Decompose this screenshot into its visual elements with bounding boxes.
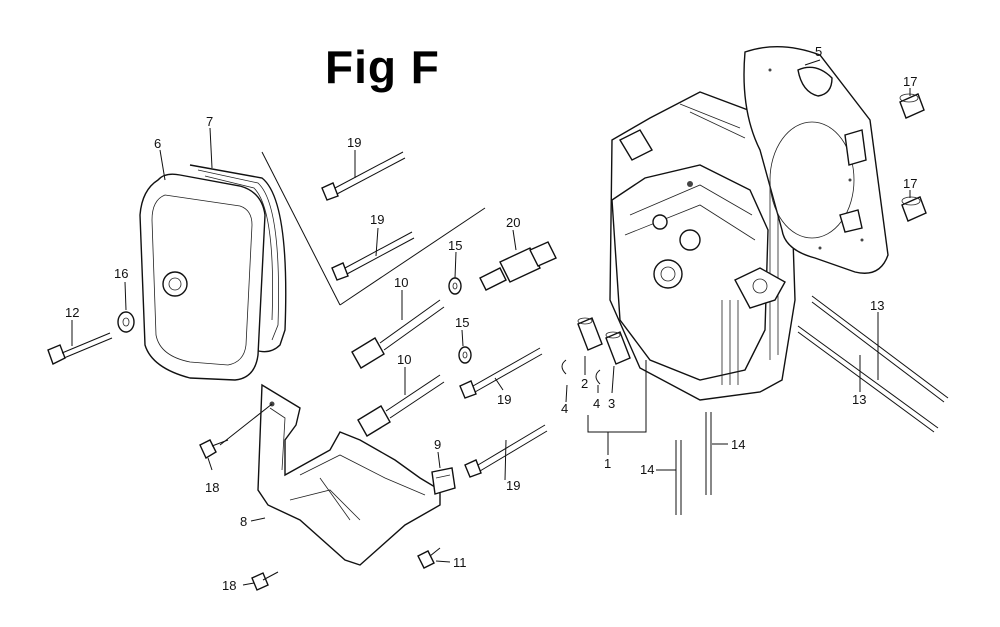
stud-14-left (675, 440, 682, 515)
valve-guide-3 (605, 331, 631, 365)
callout-1: 1 (604, 456, 611, 471)
callout-labels: 6 7 12 16 19 19 20 15 10 15 10 19 9 19 1… (65, 44, 917, 593)
dowel-pin-17-bottom (901, 196, 927, 222)
clip-4-left (561, 359, 567, 375)
callout-4-b: 4 (593, 396, 600, 411)
callout-10-b: 10 (397, 352, 411, 367)
divider-lines (261, 151, 486, 306)
callout-20: 20 (506, 215, 520, 230)
callout-15-a: 15 (448, 238, 462, 253)
callout-16: 16 (114, 266, 128, 281)
washer-16 (117, 311, 135, 333)
valve-cover (139, 173, 266, 381)
callout-7: 7 (206, 114, 213, 129)
callout-14-a: 14 (640, 462, 654, 477)
callout-15-b: 15 (455, 315, 469, 330)
callout-18-b: 18 (222, 578, 236, 593)
clip-4-right (595, 369, 601, 385)
dowel-pin-17-top (899, 93, 925, 119)
bolt-19-fourth (464, 424, 548, 478)
clip-9 (431, 467, 456, 495)
spark-plug-20 (479, 241, 557, 291)
stud-10-lower (357, 374, 445, 437)
callout-10-a: 10 (394, 275, 408, 290)
callout-17-b: 17 (903, 176, 917, 191)
head-gasket-5 (743, 45, 889, 274)
washer-15-bottom (458, 346, 472, 364)
stud-14-right (705, 412, 712, 495)
bolt-12 (47, 332, 113, 365)
callout-19-a: 19 (347, 135, 361, 150)
leader-lines (71, 59, 911, 586)
bolt-19-third (459, 347, 543, 399)
callout-19-b: 19 (370, 212, 384, 227)
bolt-19-second (331, 231, 415, 281)
callout-19-d: 19 (506, 478, 520, 493)
callout-13-a: 13 (870, 298, 884, 313)
callout-14-b: 14 (731, 437, 745, 452)
figure-title: Fig F (325, 41, 440, 93)
bolt-11 (417, 547, 441, 569)
callout-12: 12 (65, 305, 79, 320)
callout-4-a: 4 (561, 401, 568, 416)
callout-5: 5 (815, 44, 822, 59)
callout-8: 8 (240, 514, 247, 529)
stud-10-upper (351, 299, 445, 369)
callout-9: 9 (434, 437, 441, 452)
callout-13-b: 13 (852, 392, 866, 407)
callout-17-a: 17 (903, 74, 917, 89)
callout-2: 2 (581, 376, 588, 391)
callout-11: 11 (453, 555, 467, 570)
valve-guide-2 (577, 317, 603, 351)
bolt-19-top (321, 151, 406, 201)
long-stud-13-lower (797, 325, 939, 433)
washer-15-top (448, 277, 462, 295)
bracket-8 (257, 383, 441, 566)
callout-18-a: 18 (205, 480, 219, 495)
cylinder-head (609, 91, 796, 401)
callout-6: 6 (154, 136, 161, 151)
callout-19-c: 19 (497, 392, 511, 407)
bolt-18-upper (199, 439, 229, 460)
bolt-18-lower (251, 571, 279, 591)
callout-3: 3 (608, 396, 615, 411)
